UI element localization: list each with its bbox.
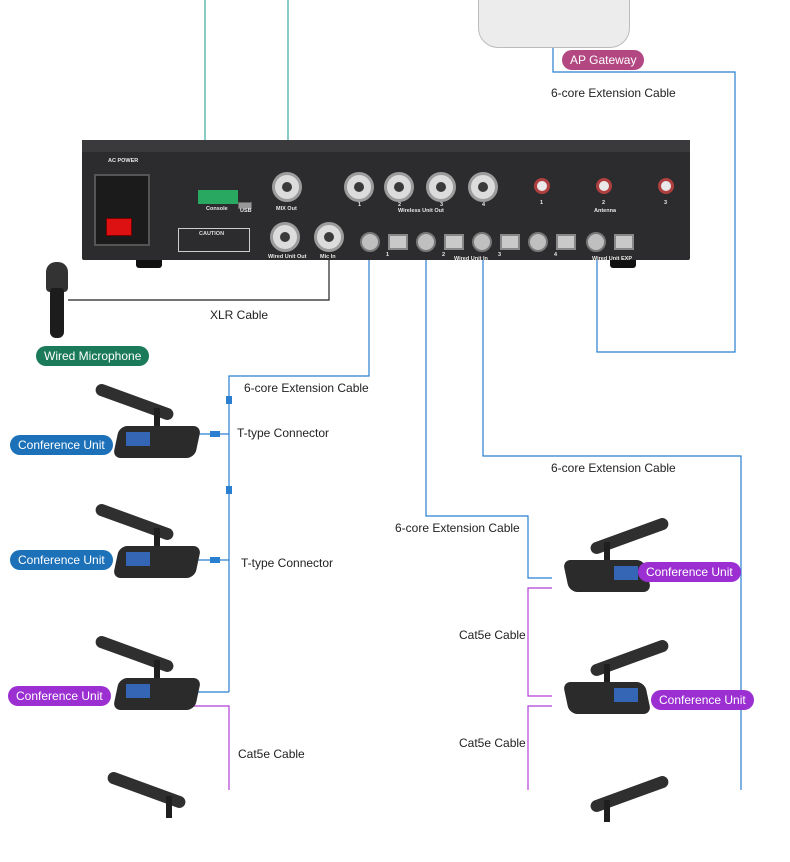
gateway-ext-wire bbox=[552, 44, 736, 353]
xlr-cable-label: XLR Cable bbox=[210, 308, 269, 322]
ap-gateway-label: AP Gateway bbox=[562, 50, 645, 70]
antenna-port-num: 1 bbox=[540, 200, 544, 206]
gateway-ext-cable-label: 6-core Extension Cable bbox=[551, 86, 676, 100]
conference-unit-device bbox=[93, 622, 216, 722]
antenna-port-num: 2 bbox=[602, 200, 606, 206]
wired-unit-out-port[interactable] bbox=[270, 222, 300, 252]
wireless-out-port-1[interactable] bbox=[344, 172, 374, 202]
wired-exp-rj45[interactable] bbox=[614, 234, 634, 250]
antenna-port-2[interactable] bbox=[596, 178, 612, 194]
mix-out-port[interactable] bbox=[272, 172, 302, 202]
left-ext-wire bbox=[228, 258, 370, 692]
antenna-label: Antenna bbox=[594, 208, 616, 214]
conference-unit-device bbox=[548, 504, 671, 604]
cable-diagram bbox=[68, 0, 742, 790]
caution-text: CAUTION bbox=[199, 231, 225, 237]
conference-unit-device bbox=[548, 762, 671, 862]
mic-in-label: Mic In bbox=[320, 254, 336, 260]
antenna-port-num: 3 bbox=[664, 200, 668, 206]
wireless-port-num: 3 bbox=[440, 202, 444, 208]
conference-unit-device bbox=[548, 626, 671, 726]
host-rack-unit: AC POWER Console USB MIX Out 1 2 3 4 Wir… bbox=[82, 140, 690, 268]
conference-unit-device bbox=[105, 758, 228, 858]
wireless-port-num: 1 bbox=[358, 202, 362, 208]
wired-port-num: 3 bbox=[498, 252, 502, 258]
conference-unit-label: Conference Unit bbox=[8, 686, 111, 706]
wired-in-din-1[interactable] bbox=[360, 232, 380, 252]
t-type-connector-label: T-type Connector bbox=[241, 556, 334, 570]
wired-microphone-label: Wired Microphone bbox=[36, 346, 150, 366]
left-ext-cable-label: 6-core Extension Cable bbox=[244, 381, 369, 395]
wired-port-num: 4 bbox=[554, 252, 558, 258]
xlr-wire bbox=[68, 258, 330, 301]
wired-unit-in-label: Wired Unit In bbox=[454, 256, 488, 262]
wired-in-rj45-4[interactable] bbox=[556, 234, 576, 250]
mix-out-label: MIX Out bbox=[276, 206, 297, 212]
ac-power-label: AC POWER bbox=[108, 158, 139, 164]
antenna-port-3[interactable] bbox=[658, 178, 674, 194]
cat5e-cable-label: Cat5e Cable bbox=[238, 747, 305, 761]
rack-top-lip bbox=[82, 140, 690, 152]
cat5e-right-wire bbox=[527, 587, 552, 790]
wired-in-rj45-2[interactable] bbox=[444, 234, 464, 250]
wired-in-rj45-3[interactable] bbox=[500, 234, 520, 250]
wireless-port-num: 4 bbox=[482, 202, 486, 208]
wired-port-num: 2 bbox=[442, 252, 446, 258]
wireless-out-port-2[interactable] bbox=[384, 172, 414, 202]
cat5e-left-wire bbox=[192, 705, 230, 790]
usb-port[interactable] bbox=[238, 202, 252, 209]
mic-in-port[interactable] bbox=[314, 222, 344, 252]
caution-sticker: CAUTION bbox=[178, 228, 250, 252]
wired-exp-din[interactable] bbox=[586, 232, 606, 252]
wireless-out-port-4[interactable] bbox=[468, 172, 498, 202]
conference-unit-device bbox=[93, 490, 216, 590]
right-ext-wire bbox=[482, 258, 742, 790]
wireless-out-port-3[interactable] bbox=[426, 172, 456, 202]
wired-in-din-4[interactable] bbox=[528, 232, 548, 252]
power-switch[interactable] bbox=[106, 218, 132, 236]
wired-port-num: 1 bbox=[386, 252, 390, 258]
wireless-unit-out-label: Wireless Unit Out bbox=[398, 208, 444, 214]
wired-in-din-3[interactable] bbox=[472, 232, 492, 252]
mid-ext-wire bbox=[425, 258, 552, 579]
antenna-port-1[interactable] bbox=[534, 178, 550, 194]
right-ext-cable-label: 6-core Extension Cable bbox=[551, 461, 676, 475]
wired-in-din-2[interactable] bbox=[416, 232, 436, 252]
t-type-connector-label: T-type Connector bbox=[237, 426, 330, 440]
console-terminal[interactable] bbox=[198, 190, 238, 204]
rack-foot bbox=[136, 260, 162, 268]
cat5e-cable-label: Cat5e Cable bbox=[459, 736, 526, 750]
cat5e-cable-label: Cat5e Cable bbox=[459, 628, 526, 642]
conference-unit-label: Conference Unit bbox=[10, 435, 113, 455]
conference-unit-device bbox=[93, 370, 216, 470]
rack-foot bbox=[610, 260, 636, 268]
mid-ext-cable-label: 6-core Extension Cable bbox=[395, 521, 520, 535]
wired-unit-exp-label: Wired Unit EXP bbox=[592, 256, 632, 262]
conference-unit-label: Conference Unit bbox=[638, 562, 741, 582]
usb-label: USB bbox=[240, 208, 252, 214]
wired-unit-out-label: Wired Unit Out bbox=[268, 254, 307, 260]
conference-unit-label: Conference Unit bbox=[10, 550, 113, 570]
console-label: Console bbox=[206, 206, 228, 212]
microphone-body bbox=[50, 288, 64, 338]
microphone-head bbox=[46, 262, 68, 292]
conference-unit-label: Conference Unit bbox=[651, 690, 754, 710]
wireless-port-num: 2 bbox=[398, 202, 402, 208]
wired-in-rj45-1[interactable] bbox=[388, 234, 408, 250]
ap-gateway-device bbox=[478, 0, 630, 48]
